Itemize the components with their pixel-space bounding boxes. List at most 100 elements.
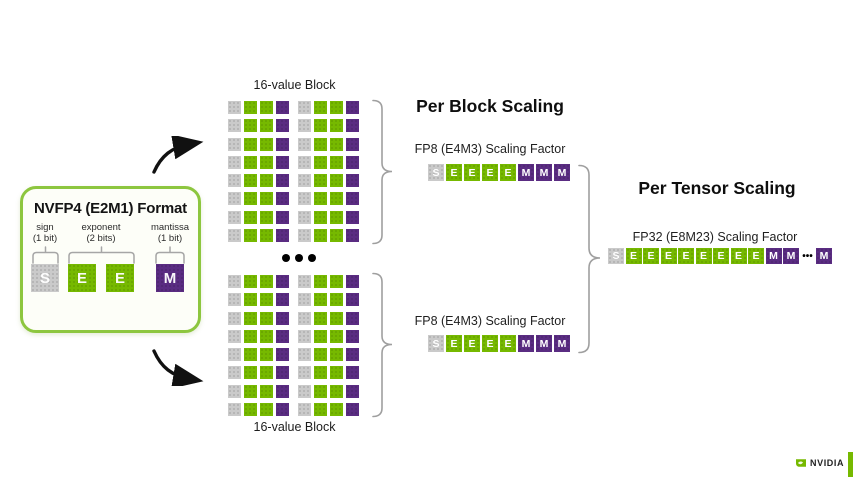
nvidia-logo: NVIDIA (795, 457, 844, 469)
bottom-block-label: 16-value Block (253, 420, 336, 434)
grid-cell-exponent (244, 155, 257, 169)
bottom-value-block-grid (228, 275, 359, 417)
grid-cell-sign (228, 366, 241, 380)
per-block-scaling-heading: Per Block Scaling (416, 96, 564, 116)
top-value-block-grid (228, 101, 359, 243)
grid-cell-sign (298, 155, 311, 169)
grid-group-gap (292, 403, 295, 416)
grid-cell-sign (298, 329, 311, 343)
grid-cell-exponent (244, 210, 257, 224)
grid-cell-exponent (244, 384, 257, 398)
grid-cell-sign (228, 293, 241, 307)
grid-cell-exponent (244, 192, 257, 206)
grid-cell-mantissa (346, 311, 359, 325)
grid-cell-mantissa (276, 101, 289, 114)
grid-cell-exponent (260, 137, 273, 151)
grid-cell-mantissa (346, 403, 359, 417)
grid-cell-sign (298, 384, 311, 398)
grid-cell-sign (228, 384, 241, 398)
per-tensor-scaling-heading: Per Tensor Scaling (638, 178, 796, 198)
bit-cell-mantissa: M (765, 248, 782, 264)
grid-cell-exponent (314, 348, 327, 362)
grid-cell-exponent (314, 366, 327, 380)
grid-cell-exponent (314, 192, 327, 206)
grid-cell-exponent (314, 101, 327, 114)
grid-cell-mantissa (346, 275, 359, 288)
grid-cell-mantissa (276, 174, 289, 188)
grid-cell-exponent (314, 275, 327, 288)
grid-cell-sign (228, 192, 241, 206)
nvfp4-format-box: NVFP4 (E2M1) Format sign (1 bit) S expon… (20, 186, 201, 333)
grid-cell-exponent (314, 229, 327, 243)
grid-cell-sign (298, 293, 311, 307)
grid-cell-exponent (330, 348, 343, 362)
grid-cell-mantissa (346, 329, 359, 343)
grid-cell-mantissa (276, 403, 289, 417)
grid-cell-mantissa (276, 293, 289, 307)
grid-cell-sign (228, 119, 241, 133)
grid-cell-sign (298, 192, 311, 206)
grid-cell-mantissa (276, 348, 289, 362)
grid-cell-exponent (330, 275, 343, 288)
grid-cell-exponent (314, 137, 327, 151)
grid-cell-mantissa (276, 192, 289, 206)
grid-cell-exponent (260, 348, 273, 362)
grid-cell-exponent (260, 366, 273, 380)
grid-cell-exponent (330, 192, 343, 206)
grid-group-gap (292, 156, 295, 169)
grid-group-gap (292, 385, 295, 398)
sign-bits-text: (1 bit) (32, 233, 58, 245)
exponent-label-text: exponent (81, 222, 121, 233)
bottom-block-brace-icon (372, 272, 393, 418)
nvidia-wordmark: NVIDIA (810, 458, 845, 468)
bit-cell-exponent: E (695, 248, 712, 264)
grid-cell-sign (298, 174, 311, 188)
grid-cell-exponent (260, 293, 273, 307)
grid-cell-exponent (244, 366, 257, 380)
grid-cell-sign (228, 348, 241, 362)
top-block-label: 16-value Block (253, 78, 336, 92)
grid-cell-mantissa (346, 119, 359, 133)
bit-cell-sign: S (608, 248, 624, 264)
grid-cell-exponent (330, 210, 343, 224)
grid-cell-sign (228, 229, 241, 243)
grid-cell-sign (298, 210, 311, 224)
nvidia-eye-icon (796, 459, 806, 467)
arrow-to-bottom-block-icon (152, 349, 204, 386)
ellipsis-dot (308, 254, 316, 262)
bit-row-ellipsis: ••• (802, 250, 813, 262)
bit-cell-exponent: E (482, 164, 498, 181)
grid-cell-exponent (260, 229, 273, 243)
grid-cell-mantissa (276, 366, 289, 380)
bit-cell-exponent: E (713, 248, 729, 264)
grid-cell-exponent (260, 119, 273, 133)
grid-cell-sign (228, 137, 241, 151)
grid-cell-exponent (244, 137, 257, 151)
grid-cell-mantissa (276, 384, 289, 398)
grid-cell-exponent (244, 311, 257, 325)
grid-cell-mantissa (346, 192, 359, 206)
grid-cell-exponent (260, 210, 273, 224)
grid-cell-exponent (260, 192, 273, 206)
sign-bracket-icon (31, 246, 59, 264)
grid-cell-exponent (244, 101, 257, 114)
grid-cell-sign (228, 311, 241, 325)
grid-cell-exponent (314, 210, 327, 224)
bit-cell-exponent: E (678, 248, 694, 264)
grid-cell-exponent (314, 384, 327, 398)
grid-cell-exponent (314, 155, 327, 169)
sign-field: sign (1 bit) S (25, 222, 65, 293)
grid-cell-exponent (330, 137, 343, 151)
bit-cell-mantissa: M (518, 335, 534, 352)
grid-cell-sign (298, 366, 311, 380)
bit-cell-mantissa: M (816, 248, 832, 264)
grid-cell-exponent (314, 119, 327, 133)
bit-cell-exponent: E (730, 248, 747, 264)
grid-cell-sign (298, 101, 311, 114)
bit-cell-exponent: E (625, 248, 642, 264)
per-tensor-brace-icon (578, 164, 601, 354)
